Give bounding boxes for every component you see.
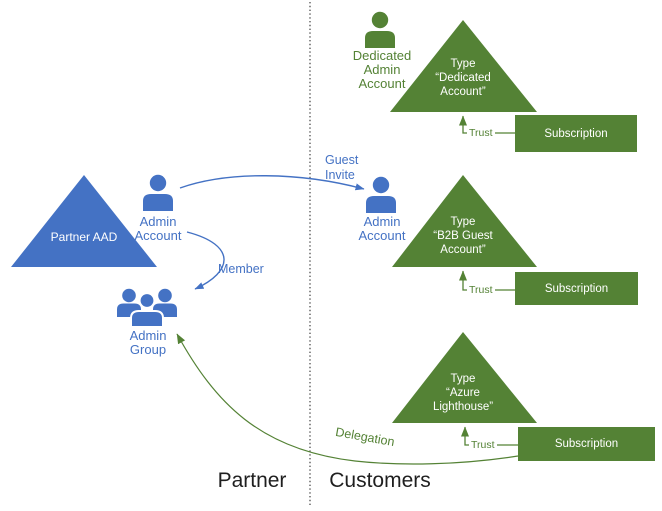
customers-section-label: Customers — [329, 469, 431, 492]
subscription-label: Subscription — [544, 282, 609, 295]
b2b-guest-account-triangle — [392, 175, 537, 267]
dedicated-triangle-label: Type “Dedicated Account” — [435, 58, 491, 98]
member-arrow-label: Member — [218, 262, 264, 276]
subscription-label: Subscription — [544, 127, 608, 140]
trust-label-b2b: Trust — [467, 284, 495, 296]
admin-group-label: Admin Group — [129, 328, 167, 357]
trust-label-dedicated: Trust — [467, 127, 495, 139]
partner-aad-triangle — [11, 175, 157, 267]
dedicated-admin-account-label: Dedicated Admin Account — [352, 48, 412, 91]
trust-label-lighthouse: Trust — [469, 439, 497, 451]
partner-aad-label: Partner AAD — [50, 230, 118, 244]
guest-invite-arrow — [179, 175, 365, 191]
dedicated-account-triangle — [390, 20, 537, 112]
delegation-arrow — [176, 333, 519, 465]
admin-account-label: Admin Account — [134, 214, 182, 243]
guest-invite-arrow-label: Guest Invite — [325, 153, 359, 182]
trust-connector-lighthouse — [461, 426, 519, 446]
people-group-icon — [117, 288, 177, 328]
trust-connector-dedicated — [459, 115, 516, 134]
subscription-box-dedicated: Subscription — [515, 115, 637, 152]
subscription-box-lighthouse: Subscription — [518, 427, 655, 461]
guest-admin-account-label: Admin Account — [358, 214, 406, 243]
subscription-label: Subscription — [554, 438, 619, 450]
azure-lighthouse-triangle — [392, 332, 537, 423]
member-arrow — [186, 231, 225, 290]
person-icon — [365, 11, 395, 48]
person-icon — [143, 174, 173, 211]
b2b-triangle-label: Type “B2B Guest Account” — [433, 216, 493, 256]
partner-section-label: Partner — [217, 469, 287, 492]
lighthouse-triangle-label: Type “Azure Lighthouse” — [432, 373, 494, 413]
person-icon — [366, 176, 396, 213]
subscription-box-b2b: Subscription — [515, 272, 638, 305]
trust-connector-b2b — [459, 270, 516, 291]
